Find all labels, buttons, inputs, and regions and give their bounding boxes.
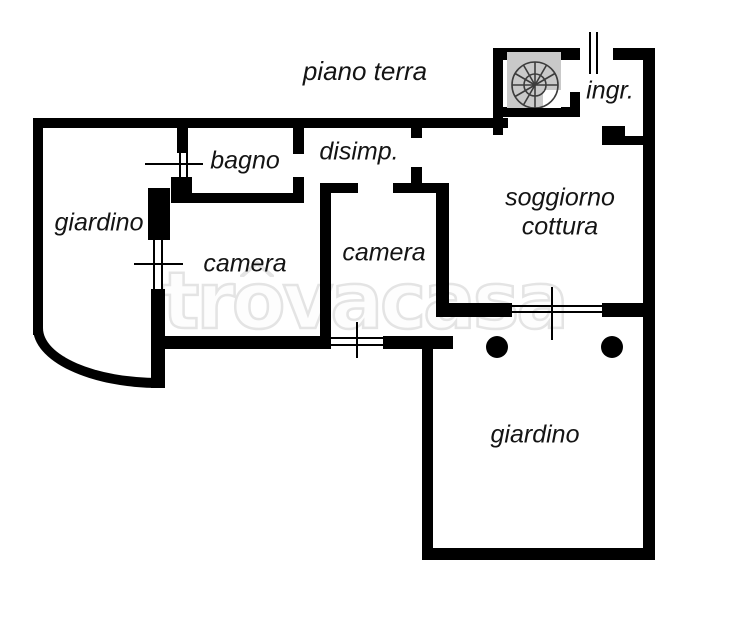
room-label-ingresso: ingr. [586, 76, 634, 105]
staircase-spiral-drawing [511, 61, 559, 108]
column-dot [486, 336, 508, 358]
room-label-camera-left: camera [203, 249, 287, 278]
room-label-giardino-bottom: giardino [490, 420, 580, 449]
window-symbol [153, 240, 155, 290]
window-symbol [186, 152, 188, 178]
wall-left-outer [33, 118, 43, 335]
watermark-o-with-roof: o [231, 256, 287, 349]
wall-stair-bottom [503, 107, 580, 117]
window-symbol [512, 311, 602, 313]
room-label-disimpegno: disimp. [319, 137, 399, 166]
window-symbol [512, 305, 602, 307]
window-symbol [179, 152, 181, 178]
room-label-giardino-left: giardino [54, 208, 144, 237]
watermark-text-o: o [231, 256, 287, 349]
watermark-roof-icon [240, 261, 275, 277]
floor-title: piano terra [302, 56, 428, 87]
wall-disimp-stub-upper [411, 126, 422, 138]
room-label-camera-center: camera [342, 238, 426, 267]
wall-bagno-bottom [188, 193, 304, 203]
wall-bagno-right-lower [293, 177, 304, 203]
wall-divider-lower [151, 289, 165, 388]
window-symbol [589, 32, 591, 74]
room-label-soggiorno-cottura: soggiorno cottura [505, 183, 615, 241]
wall-block-below-window-a [171, 177, 192, 203]
wall-camera2-left [320, 183, 331, 349]
wall-right-outer [643, 48, 655, 560]
wall-camera2-top-right [393, 183, 446, 193]
window-tick [145, 163, 203, 165]
spiral-staircase-icon [507, 52, 561, 108]
wall-camera2-top-left [320, 183, 358, 193]
wall-jog-giardino [148, 188, 170, 240]
wall-stair-left [493, 48, 503, 135]
wall-soggiorno-left [436, 183, 449, 317]
wall-top-main [33, 118, 508, 128]
wall-ingr-pillar-arm [625, 136, 645, 145]
window-tick [356, 322, 358, 358]
window-symbol [596, 32, 598, 74]
window-symbol [161, 240, 163, 290]
wall-soggiorno-bottom-right [602, 303, 647, 317]
wall-disimp-stub-lower [411, 167, 422, 183]
column-dot [601, 336, 623, 358]
wall-bagno-left-bar [177, 119, 188, 153]
wall-soggiorno-bottom-left [443, 303, 512, 317]
soggiorno-line2: cottura [521, 212, 599, 240]
wall-bagno-right-upper [293, 128, 304, 154]
wall-stair-return-stub [570, 92, 580, 107]
wall-giardino2-left [422, 349, 433, 560]
room-label-bagno: bagno [210, 146, 280, 175]
window-tick [551, 287, 553, 340]
watermark-text-pre: tr [161, 256, 236, 349]
wall-camera1-bottom [163, 336, 331, 349]
window-tick [134, 263, 183, 265]
wall-curved-giardino [33, 328, 159, 388]
wall-ingr-pillar [602, 126, 625, 145]
soggiorno-line1: soggiorno [505, 183, 615, 212]
wall-giardino2-bottom [422, 548, 655, 560]
wall-camera2-bottom-right [383, 336, 453, 349]
